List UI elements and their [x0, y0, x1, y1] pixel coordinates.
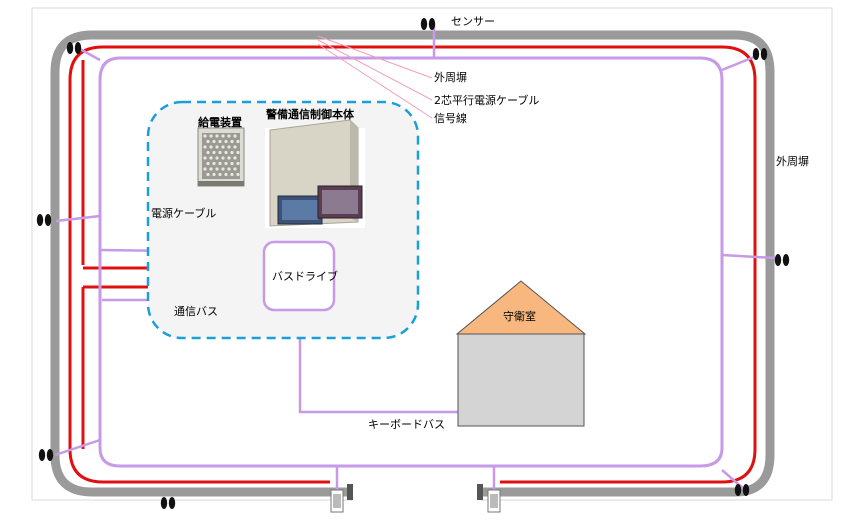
sensor-icon [752, 48, 760, 60]
callout-leaders [317, 35, 433, 119]
outer-wall-label-top: 外周塀 [434, 71, 467, 84]
outer-perimeter-wall [50, 30, 775, 497]
power-cable-loop [68, 45, 757, 484]
power-unit-label: 給電装置 [198, 115, 242, 129]
bus-drive-box[interactable] [262, 240, 336, 312]
sensor-icon [44, 214, 52, 226]
sensor-icon [774, 254, 782, 266]
signal-line-loop [98, 56, 724, 468]
outer-wall-label-right: 外周塀 [776, 155, 809, 168]
sensor-icon [760, 48, 768, 60]
sensor-icon [742, 484, 750, 496]
guard-room-roof [455, 280, 587, 335]
sensor-label: センサー [451, 15, 495, 28]
sensor-icon [46, 449, 54, 461]
sensor-icon [782, 254, 790, 266]
power-unit-device [197, 127, 245, 187]
comm-bus-label: 通信バス [174, 305, 218, 318]
gate-post-right [477, 484, 483, 500]
sensor-icon [160, 497, 168, 509]
sensor-icon [74, 42, 82, 54]
power-cable-label: 電源ケーブル [151, 206, 216, 220]
sensor-icon [36, 214, 44, 226]
bus-drive-label: バスドライブ [272, 269, 338, 283]
sensor-icon [734, 484, 742, 496]
controller-device [265, 119, 365, 228]
sensor-icon [168, 497, 176, 509]
gate-post-left [347, 484, 353, 500]
sensor-icon [428, 18, 436, 30]
signal-line-label: 信号線 [434, 111, 467, 125]
two-core-cable-label: 2芯平行電源ケーブル [434, 93, 539, 107]
sensor-icon [38, 449, 46, 461]
keyboard-bus-label: キーボードバス [368, 418, 445, 431]
gate-hardware [330, 489, 501, 513]
gate-opening [352, 484, 480, 502]
sensor-icon [420, 18, 428, 30]
guard-room [455, 280, 587, 427]
guard-room-label: 守衛室 [503, 309, 536, 323]
guard-room-body [457, 333, 585, 427]
controller-label: 警備通信制御本体 [265, 107, 355, 121]
sensor-icon [66, 42, 74, 54]
sensor-group [36, 18, 790, 509]
